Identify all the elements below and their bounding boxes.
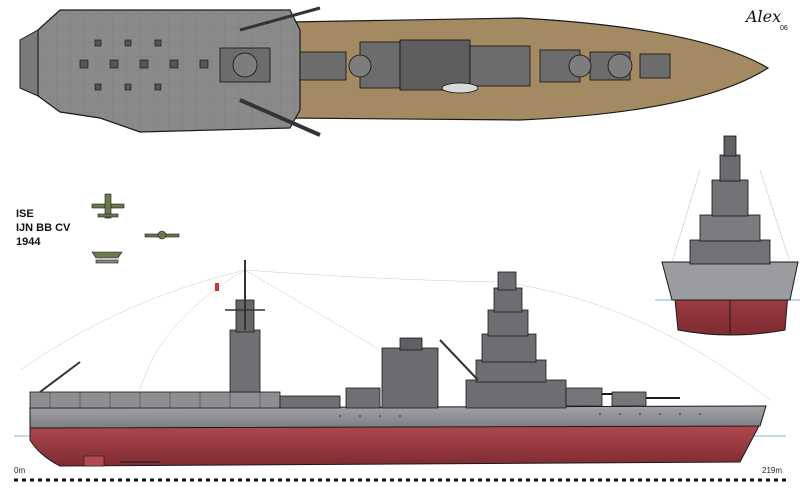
crane	[39, 361, 81, 393]
catapult	[239, 98, 321, 137]
ship-name-label: ISE	[16, 208, 34, 220]
deck-fittings	[79, 39, 209, 91]
flight-deck	[37, 9, 301, 133]
pagoda-mast	[465, 271, 567, 409]
stern-overhang	[19, 29, 39, 97]
aft-tower	[229, 329, 261, 393]
side-profile	[14, 260, 786, 467]
bow-view	[655, 135, 800, 336]
ship-class-label: IJN BB CV	[16, 222, 71, 234]
aircraft-top-view	[91, 193, 125, 219]
aircraft-group	[91, 193, 180, 264]
propeller-guard	[83, 455, 105, 467]
rigging	[19, 269, 771, 401]
superstructure	[219, 39, 671, 94]
funnel	[381, 347, 439, 409]
bow-hull-upper	[661, 261, 799, 301]
flight-deck-side	[29, 391, 281, 409]
turrets	[232, 52, 633, 79]
signature: Alex	[744, 7, 781, 26]
ensign-flag	[215, 283, 219, 291]
deck-supports	[49, 392, 261, 408]
top-view	[19, 6, 770, 137]
aircraft-side-view	[91, 251, 123, 264]
scale-end-label: 219m	[762, 466, 783, 475]
hull-lower	[29, 423, 761, 467]
hull-upper	[29, 405, 767, 429]
scale-start-label: 0m	[14, 466, 26, 475]
catapult	[239, 6, 321, 32]
aircraft-front-view	[144, 230, 180, 240]
portholes	[339, 413, 701, 417]
ship-year-label: 1944	[16, 236, 41, 248]
signature-year: 06	[780, 25, 788, 32]
boom	[439, 339, 479, 381]
forward-turrets	[565, 387, 680, 407]
